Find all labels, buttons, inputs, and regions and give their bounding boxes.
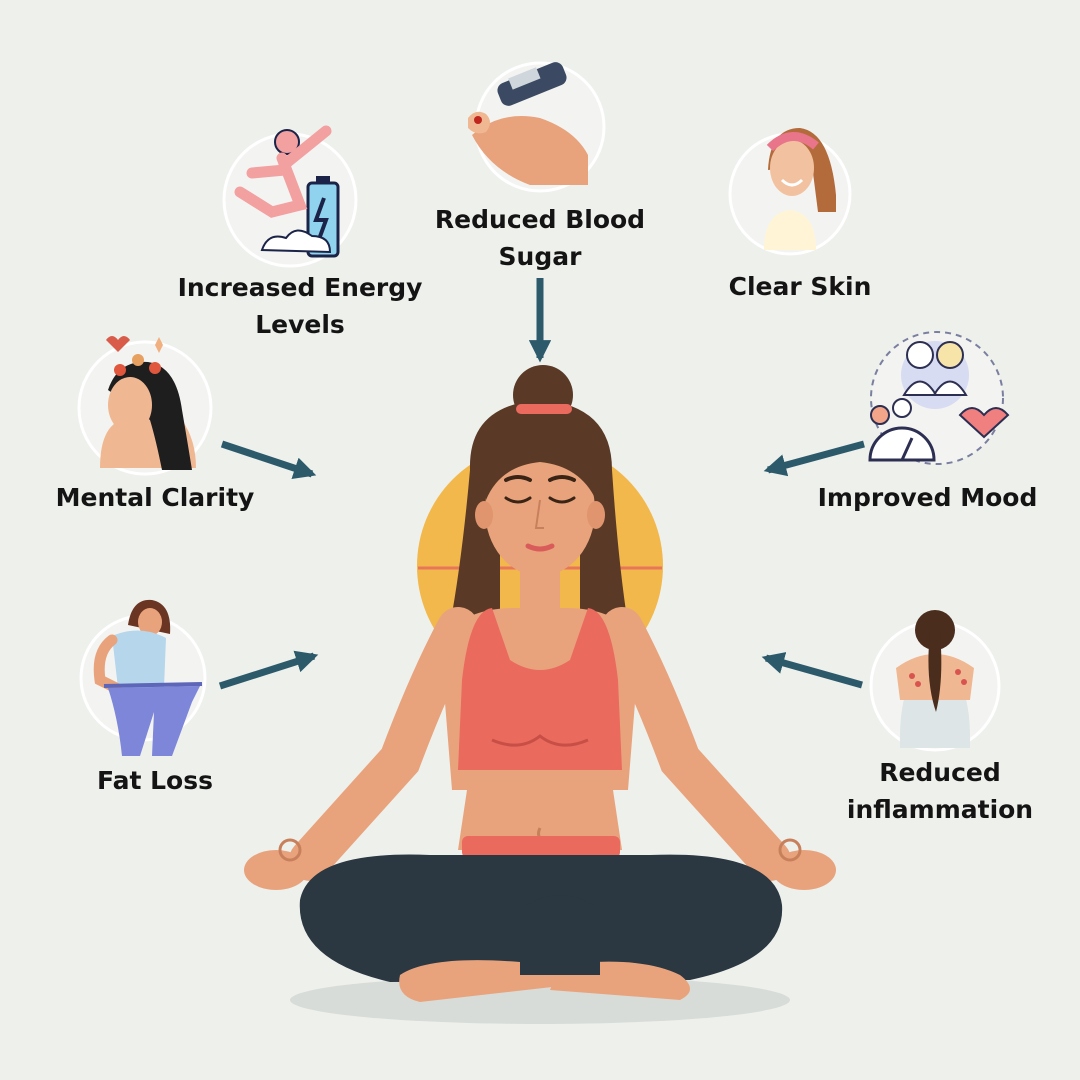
woman-flowers-hair-icon xyxy=(77,336,213,476)
back-rash-woman-icon xyxy=(869,610,1001,752)
woman-loose-pants-icon xyxy=(79,599,207,756)
smiling-woman-headband-icon xyxy=(728,128,852,256)
label-line: inflammation xyxy=(846,795,1034,824)
arrow-fat-loss xyxy=(218,650,319,690)
arrow-reduced-inflammation xyxy=(761,652,863,689)
jumping-person-battery-icon xyxy=(222,125,358,268)
glucose-meter-icon xyxy=(468,61,606,193)
meditating-woman-illustration xyxy=(244,365,836,1024)
arrow-mental-clarity xyxy=(220,440,317,479)
label-line: Clear Skin xyxy=(728,272,872,301)
label-line: Reduced Blood xyxy=(434,205,646,234)
label-line: Reduced xyxy=(879,758,1001,787)
mood-meter-couple-icon xyxy=(868,331,1010,465)
label-mental-clarity: Mental Clarity xyxy=(40,479,270,516)
label-improved-mood: Improved Mood xyxy=(810,479,1045,516)
label-clear-skin: Clear Skin xyxy=(700,268,900,305)
arrow-improved-mood xyxy=(763,440,865,477)
label-line: Increased Energy xyxy=(177,273,423,302)
label-line: Levels xyxy=(255,310,345,339)
label-reduced-inflammation: Reduced inflammation xyxy=(835,754,1045,828)
label-line: Mental Clarity xyxy=(55,483,255,512)
label-increased-energy-levels: Increased Energy Levels xyxy=(170,269,430,343)
label-line: Fat Loss xyxy=(96,766,213,795)
label-fat-loss: Fat Loss xyxy=(75,762,235,799)
label-line: Improved Mood xyxy=(817,483,1038,512)
label-reduced-blood-sugar: Reduced Blood Sugar xyxy=(420,201,660,275)
label-line: Sugar xyxy=(498,242,582,271)
